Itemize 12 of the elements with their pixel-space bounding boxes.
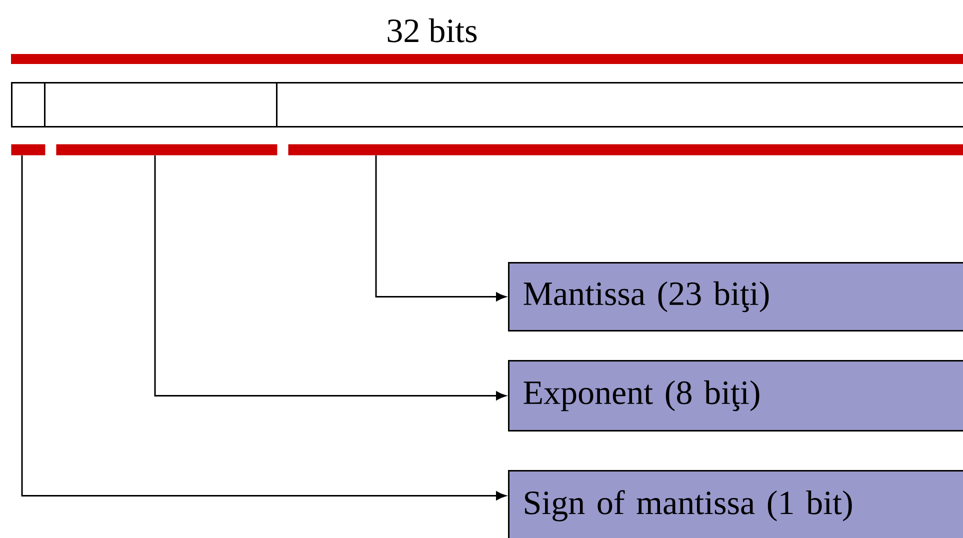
dimension-label: 32 bits — [388, 18, 477, 42]
bit-range-bar — [288, 144, 963, 156]
connector-arrow — [154, 155, 506, 400]
label-box: Sign of mantissa (1 bit) — [508, 470, 963, 538]
bit-range-bar — [11, 144, 46, 156]
connector-arrow — [21, 155, 506, 500]
label-box: Mantissa (23 biţi) — [508, 262, 963, 332]
register-cell — [11, 82, 46, 128]
connector-arrow — [375, 155, 506, 302]
bit-range-bar — [56, 144, 278, 156]
register-cell — [276, 82, 963, 128]
label-box: Exponent (8 biţi) — [508, 360, 963, 432]
